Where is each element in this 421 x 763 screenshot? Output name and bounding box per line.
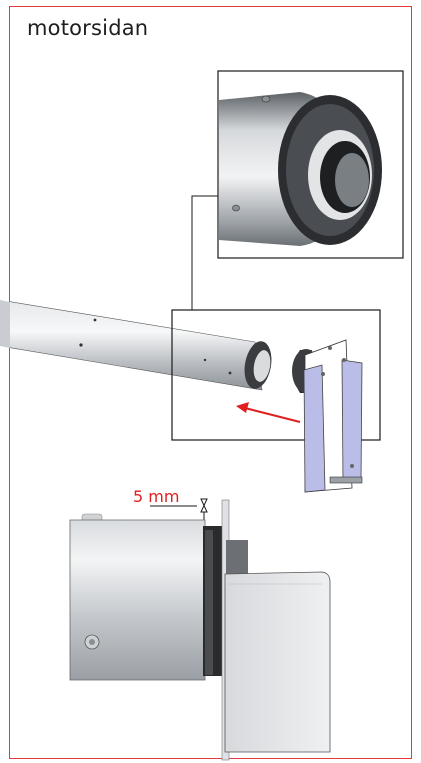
insert-arrow xyxy=(236,402,301,423)
diagram-title: motorsidan xyxy=(27,16,149,40)
zoom-detail xyxy=(217,70,404,259)
assembly-detail-box xyxy=(171,309,381,441)
motor-bracket xyxy=(221,499,331,761)
dimension-label: 5 mm xyxy=(133,487,180,506)
long-tube xyxy=(0,300,272,391)
mounting-plate xyxy=(303,339,363,493)
motor-tube xyxy=(69,513,227,681)
dimension-marker xyxy=(150,498,208,520)
diagram-frame xyxy=(9,6,412,759)
